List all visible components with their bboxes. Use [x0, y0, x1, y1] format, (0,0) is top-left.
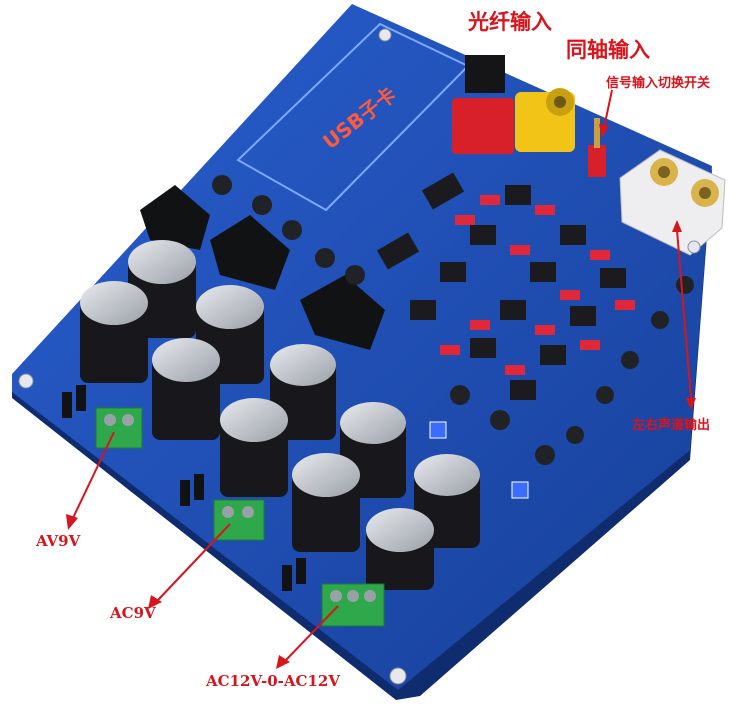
- label-ac12v: AC12V-0-AC12V: [206, 672, 340, 690]
- electrolytic-capacitors: [80, 240, 480, 590]
- trimmer-potentiometers: [429, 421, 529, 499]
- label-coaxial-input: 同轴输入: [566, 37, 650, 62]
- rectifier-diodes: [62, 385, 306, 591]
- heat-sinks: [140, 185, 385, 350]
- optical-connector: [452, 55, 514, 154]
- mounting-holes: [18, 28, 701, 685]
- label-lr-output: 左右声道输出: [632, 418, 711, 433]
- annotation-arrows: [66, 89, 696, 669]
- coaxial-connector: [515, 88, 575, 152]
- label-ac9v: AC9V: [110, 604, 156, 622]
- film-capacitors: [440, 195, 635, 375]
- small-capacitors: [212, 175, 694, 465]
- ic-chips: [376, 172, 626, 400]
- power-terminals: [95, 407, 385, 627]
- input-switch: [588, 118, 606, 177]
- label-input-switch: 信号输入切换开关: [606, 76, 711, 91]
- label-av9v: AV9V: [36, 532, 81, 550]
- rca-output-connectors: [619, 149, 726, 256]
- label-optical-input: 光纤输入: [468, 9, 552, 34]
